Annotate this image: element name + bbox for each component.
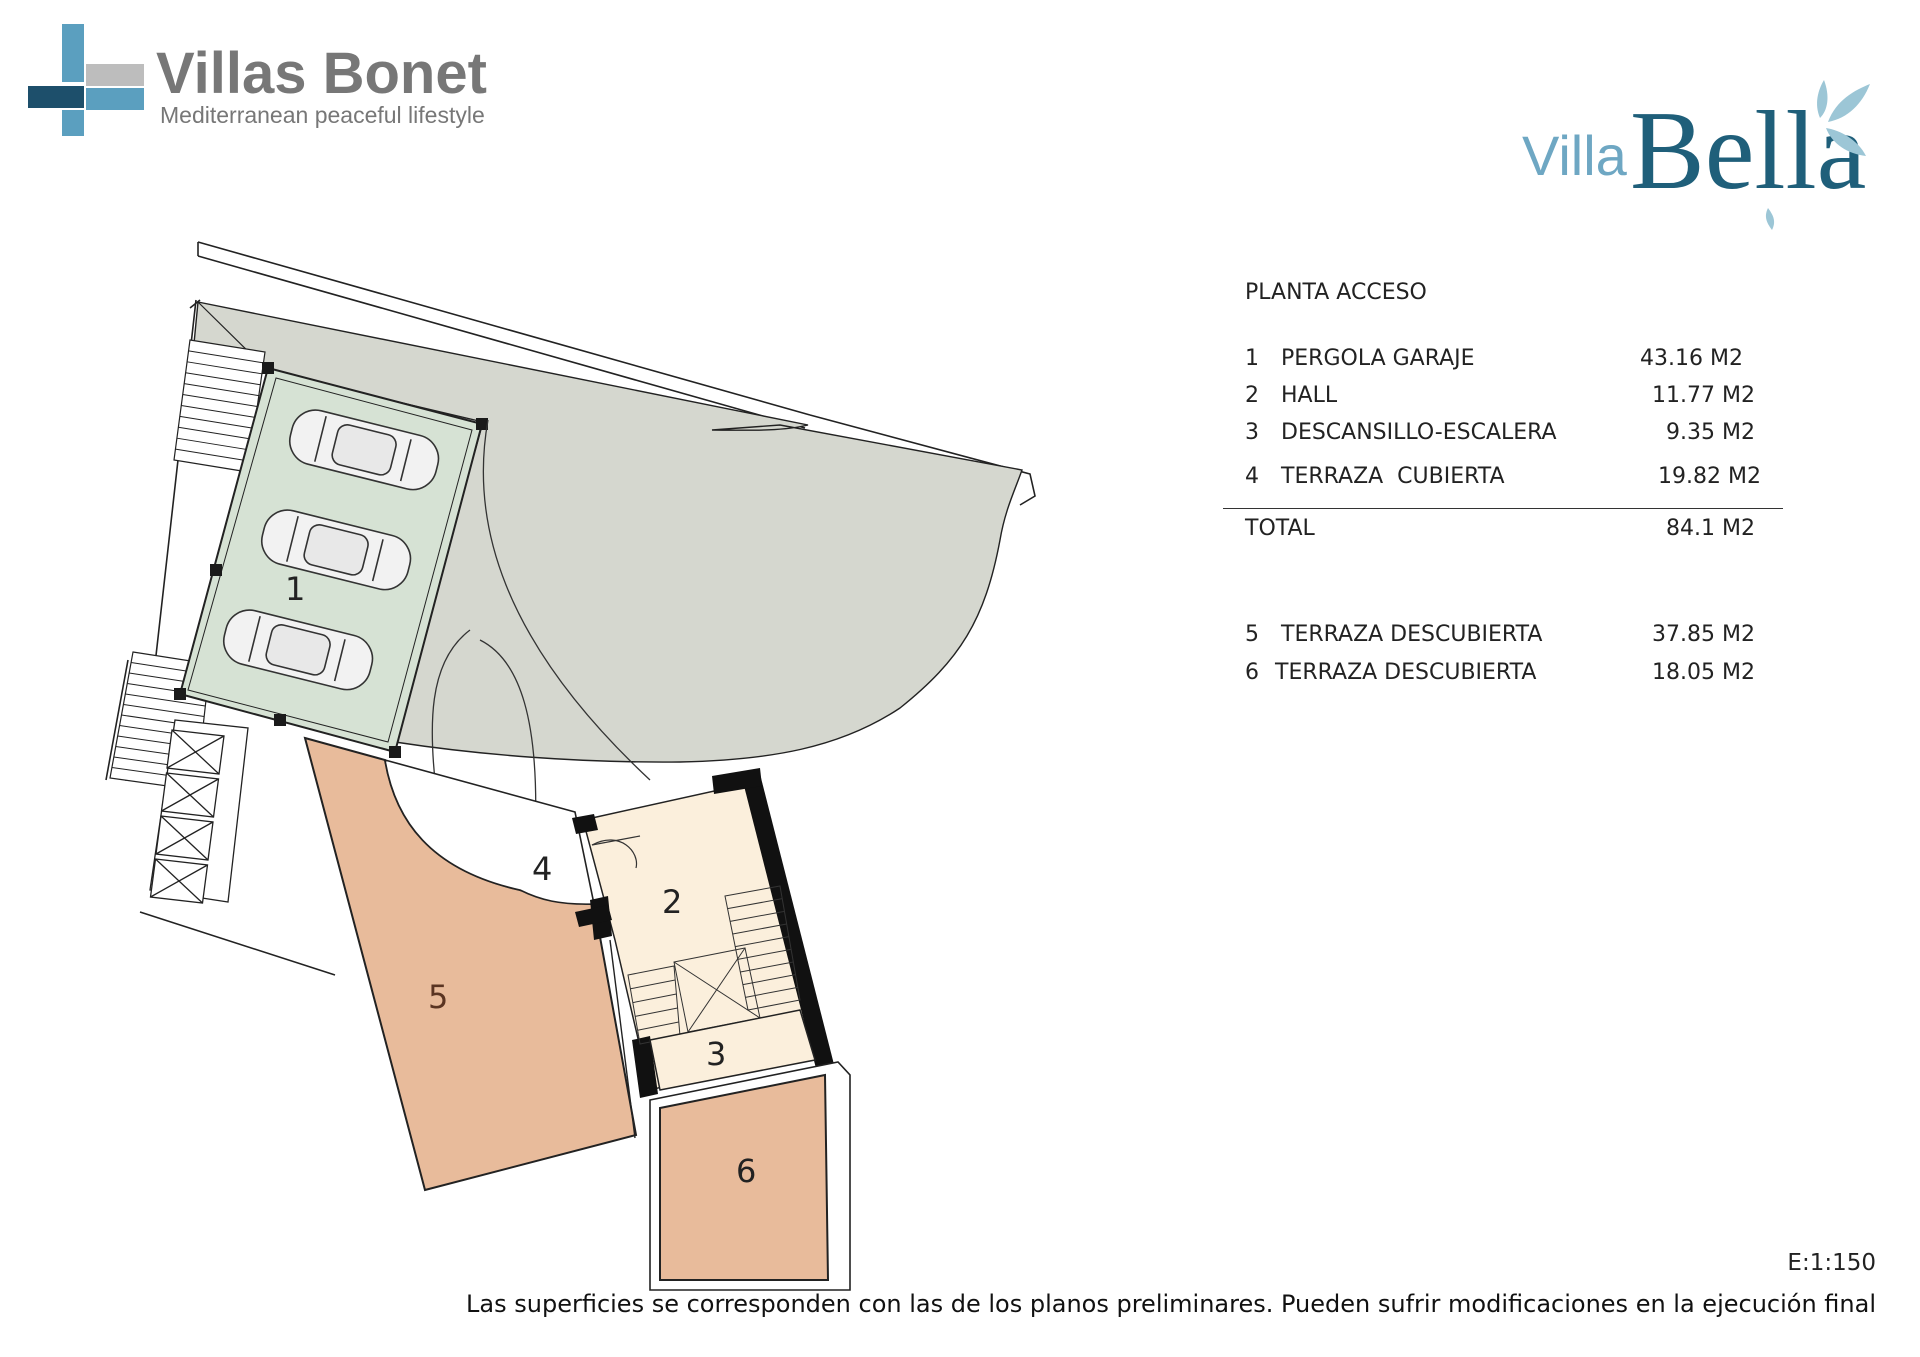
- room-name: TERRAZA CUBIERTA: [1281, 464, 1505, 489]
- room-name: TERRAZA DESCUBIERTA: [1275, 660, 1537, 685]
- room-area: 18.05 M2: [1652, 660, 1755, 685]
- room-area: 19.82 M2: [1658, 464, 1761, 489]
- table-row: 2 HALL 11.77 M2: [1245, 383, 1755, 413]
- villas-bonet-logo-mark: [28, 24, 144, 136]
- room-name: PERGOLA GARAJE: [1281, 346, 1475, 371]
- table-row: 3 DESCANSILLO-ESCALERA 9.35 M2: [1245, 420, 1755, 450]
- building-walls: [572, 768, 840, 1098]
- table-row: 6 TERRAZA DESCUBIERTA 18.05 M2: [1245, 660, 1755, 690]
- room-number: 4: [1245, 464, 1259, 489]
- disclaimer-text: Las superficies se corresponden con las …: [466, 1290, 1876, 1318]
- room-area: 9.35 M2: [1666, 420, 1755, 445]
- scale-label: E:1:150: [1787, 1250, 1876, 1276]
- room-area: 43.16 M2: [1640, 346, 1743, 371]
- table-heading: PLANTA ACCESO: [1245, 280, 1427, 305]
- car-icon: [222, 409, 440, 691]
- terrace-4: [384, 758, 595, 905]
- table-divider: [1223, 508, 1783, 509]
- room-label-2: 2: [662, 883, 682, 921]
- room-number: 6: [1245, 660, 1259, 685]
- driveway-area: [189, 301, 1023, 763]
- room-label-5: 5: [428, 978, 448, 1016]
- logo-word-bella: Bella: [1630, 89, 1866, 213]
- terrace-6: [659, 1073, 830, 1281]
- total-label: TOTAL: [1245, 516, 1315, 541]
- room-label-1: 1: [285, 570, 305, 608]
- table-total-row: TOTAL 84.1 M2: [1245, 516, 1755, 546]
- table-row: 4 TERRAZA CUBIERTA 19.82 M2: [1245, 464, 1761, 494]
- table-row: 5 TERRAZA DESCUBIERTA 37.85 M2: [1245, 622, 1755, 652]
- leaves-icon: [1765, 80, 1870, 230]
- room-area: 11.77 M2: [1652, 383, 1755, 408]
- logo-word-villa: Villa: [1522, 124, 1628, 187]
- landing-3: [649, 1009, 816, 1091]
- room-area: 37.85 M2: [1652, 622, 1755, 647]
- room-number: 2: [1245, 383, 1259, 408]
- planter-boxes: [149, 719, 249, 904]
- room-name: TERRAZA DESCUBIERTA: [1281, 622, 1543, 647]
- table-row: 1 PERGOLA GARAJE 43.16 M2: [1245, 346, 1755, 376]
- room-label-3: 3: [706, 1035, 726, 1073]
- room-label-6: 6: [736, 1152, 756, 1190]
- room-label-4: 4: [532, 850, 552, 888]
- brand-name: Villas Bonet: [156, 41, 487, 106]
- brand-tagline: Mediterranean peaceful lifestyle: [160, 102, 485, 128]
- room-number: 5: [1245, 622, 1259, 647]
- room-name: DESCANSILLO-ESCALERA: [1281, 420, 1557, 445]
- room-name: HALL: [1281, 383, 1338, 408]
- villa-bella-logo: Villa Bella: [1522, 80, 1870, 230]
- total-area: 84.1 M2: [1666, 516, 1755, 541]
- room-number: 3: [1245, 420, 1259, 445]
- room-number: 1: [1245, 346, 1259, 371]
